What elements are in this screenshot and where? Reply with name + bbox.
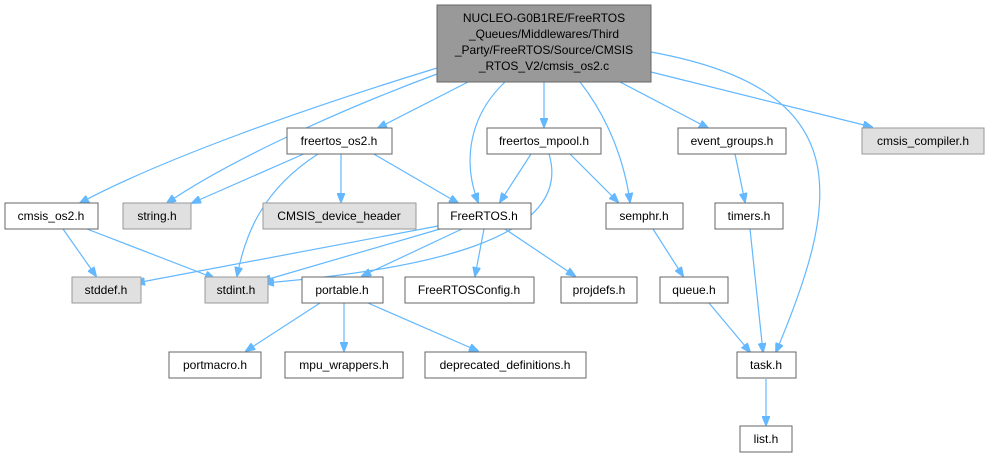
edge-freertos-mpool-to-freertos-h	[500, 153, 532, 202]
node-freertos-os2-h[interactable]: freertos_os2.h	[286, 127, 393, 155]
node-cmsis-compiler-h: cmsis_compiler.h	[861, 127, 985, 155]
node-label: freertos_os2.h	[301, 134, 378, 148]
edge-freertos-mpool-to-semphr-h	[569, 153, 618, 202]
node-cmsis-device-header: CMSIS_device_header	[262, 202, 417, 230]
node-cmsis-os2-h[interactable]: cmsis_os2.h	[4, 202, 99, 230]
node-projdefs-h[interactable]: projdefs.h	[560, 276, 638, 304]
edge-freertos-to-portable-h	[362, 228, 463, 276]
node-label: FreeRTOS.h	[450, 209, 518, 223]
node-label: cmsis_os2.h	[18, 209, 85, 223]
edge-root-to-freertos-os2-h	[378, 81, 469, 128]
node-label: freertos_mpool.h	[499, 134, 589, 148]
edge-freertos-os2-to-stdint-h	[237, 153, 319, 276]
edge-freertos-to-freertosconfig-h	[475, 228, 485, 276]
root-node-cmsis-os2-c: NUCLEO-G0B1RE/FreeRTOS _Queues/Middlewar…	[436, 4, 652, 83]
node-freertosconfig-h[interactable]: FreeRTOSConfig.h	[404, 276, 535, 304]
node-event-groups-h[interactable]: event_groups.h	[677, 127, 787, 155]
edge-root-to-event-groups-h	[619, 81, 708, 128]
edge-root-to-cmsis-compiler-h	[650, 71, 872, 127]
root-node-line-2: _Queues/Middlewares/Third	[468, 27, 619, 41]
node-list-h[interactable]: list.h	[739, 425, 793, 453]
node-mpu-wrappers-h[interactable]: mpu_wrappers.h	[284, 351, 404, 379]
node-label: CMSIS_device_header	[277, 209, 400, 223]
node-timers-h[interactable]: timers.h	[714, 202, 784, 230]
node-semphr-h[interactable]: semphr.h	[605, 202, 684, 230]
node-label: portmacro.h	[183, 358, 247, 372]
node-queue-h[interactable]: queue.h	[659, 276, 729, 304]
edge-root-to-semphr-h	[579, 81, 630, 202]
node-label: deprecated_definitions.h	[440, 358, 571, 372]
node-label: timers.h	[728, 209, 771, 223]
node-label: list.h	[754, 432, 779, 446]
edge-root-to-cmsis-os2-h	[80, 67, 438, 203]
node-label: event_groups.h	[691, 134, 774, 148]
edges	[62, 51, 872, 425]
node-label: stddef.h	[85, 283, 128, 297]
edge-freertos-to-stddef-h	[136, 225, 439, 283]
edge-freertos-os2-to-freertos-h	[371, 152, 458, 203]
edge-timers-to-task-h	[749, 228, 763, 352]
nodes: NUCLEO-G0B1RE/FreeRTOS _Queues/Middlewar…	[4, 4, 985, 453]
edge-queue-to-task-h	[708, 302, 750, 352]
node-label: cmsis_compiler.h	[877, 134, 969, 148]
node-label: projdefs.h	[573, 283, 626, 297]
root-node-line-3: _Party/FreeRTOS/Source/CMSIS	[454, 43, 633, 57]
edge-freertos-to-stdint-h	[262, 228, 441, 281]
node-label: FreeRTOSConfig.h	[418, 283, 520, 297]
edge-portable-to-portmacro-h	[246, 302, 321, 351]
edge-event-groups-to-timers-h	[734, 153, 745, 202]
node-stdint-h: stdint.h	[204, 276, 269, 304]
edge-cmsis-os2-to-stddef-h	[62, 228, 96, 276]
node-label: string.h	[137, 209, 176, 223]
node-label: stdint.h	[217, 283, 256, 297]
node-freertos-h[interactable]: FreeRTOS.h	[437, 202, 532, 230]
node-label: queue.h	[672, 283, 715, 297]
node-portmacro-h[interactable]: portmacro.h	[168, 351, 262, 379]
edge-freertos-os2-to-string-h	[192, 152, 307, 203]
node-label: semphr.h	[619, 209, 668, 223]
root-node-line-1: NUCLEO-G0B1RE/FreeRTOS	[463, 11, 625, 25]
node-portable-h[interactable]: portable.h	[301, 276, 384, 304]
node-task-h[interactable]: task.h	[736, 351, 797, 379]
node-string-h: string.h	[122, 202, 192, 230]
node-stddef-h: stddef.h	[71, 276, 142, 304]
node-label: task.h	[750, 358, 782, 372]
edge-semphr-to-queue-h	[652, 228, 683, 276]
edge-root-to-task-h	[650, 51, 821, 352]
edge-root-to-freertos-h	[469, 81, 506, 202]
node-label: mpu_wrappers.h	[299, 358, 388, 372]
edge-portable-to-deprecated-definitions-h	[367, 302, 478, 351]
root-node-line-4: _RTOS_V2/cmsis_os2.c	[478, 59, 609, 73]
node-freertos-mpool-h[interactable]: freertos_mpool.h	[486, 127, 602, 155]
edge-cmsis-os2-to-stdint-h	[86, 228, 214, 278]
node-deprecated-definitions-h[interactable]: deprecated_definitions.h	[424, 351, 587, 379]
edge-freertos-to-projdefs-h	[504, 228, 575, 276]
node-label: portable.h	[315, 283, 368, 297]
